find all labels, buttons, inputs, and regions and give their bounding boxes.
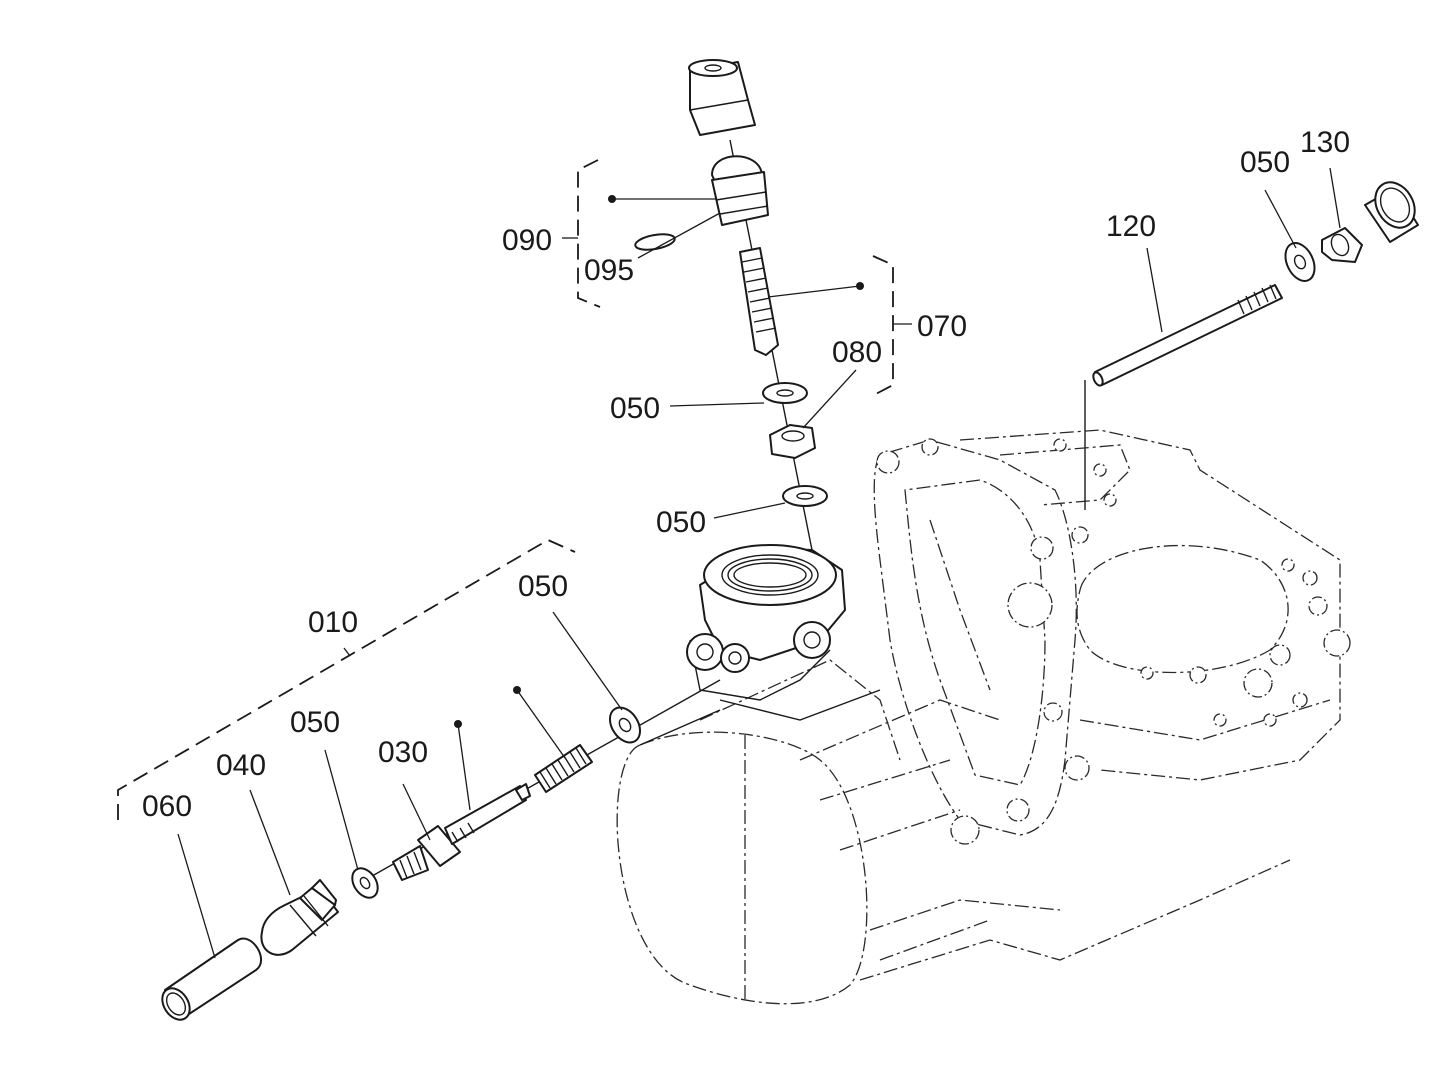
- part-080-hex-nut: [769, 424, 816, 459]
- label-130: 130: [1300, 126, 1350, 159]
- bracket-090: [577, 159, 601, 308]
- part-070-threaded-stud: [739, 247, 779, 356]
- part-050-washer-right: [1284, 242, 1316, 282]
- part-090-cap-assembly: [711, 155, 769, 226]
- part-050-washer-left: [351, 867, 379, 899]
- bracket-070: [871, 255, 894, 397]
- label-050-upper: 050: [610, 392, 660, 425]
- label-060: 060: [142, 790, 192, 823]
- part-040-cap-nut: [260, 879, 339, 956]
- label-070: 070: [917, 310, 967, 343]
- part-050-washer-mid: [608, 706, 642, 744]
- top-cap-fitting: [688, 59, 756, 136]
- callout-labels: 010 030 040 050 050 050 050 050 060 070 …: [142, 126, 1350, 823]
- leader-lines: [177, 167, 1341, 959]
- label-095: 095: [584, 254, 634, 287]
- end-cap-right: [1364, 181, 1419, 243]
- engine-housing: [616, 429, 1351, 1005]
- spring: [534, 744, 593, 793]
- part-050-washer-lower: [782, 485, 828, 507]
- part-130-nut: [1321, 227, 1363, 263]
- label-030: 030: [378, 736, 428, 769]
- part-030-valve-body: [392, 783, 531, 881]
- label-040: 040: [216, 749, 266, 782]
- label-090: 090: [502, 224, 552, 257]
- part-050-washer-upper: [762, 382, 808, 404]
- label-050-left: 050: [290, 706, 340, 739]
- part-120-stud-bolt: [1092, 284, 1283, 387]
- label-050-lower: 050: [656, 506, 706, 539]
- label-120: 120: [1106, 210, 1156, 243]
- label-050-mid: 050: [518, 570, 568, 603]
- part-060-sleeve: [161, 937, 262, 1021]
- bracket-010: [117, 538, 576, 820]
- label-050-right: 050: [1240, 146, 1290, 179]
- label-080: 080: [832, 336, 882, 369]
- label-010: 010: [308, 606, 358, 639]
